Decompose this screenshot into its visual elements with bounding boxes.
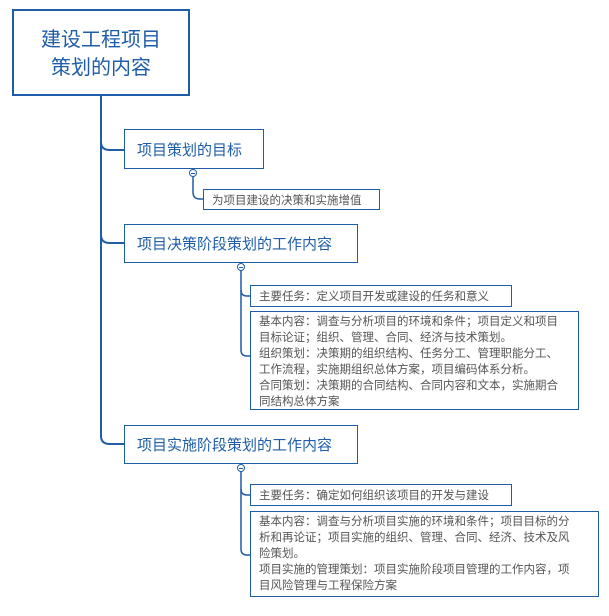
leaf-decision-main-task[interactable]: 主要任务：定义项目开发或建设的任务和意义: [250, 285, 512, 307]
leaf-line: 基本内容：调查与分析项目实施的环境和条件；项目目标的分: [259, 514, 570, 528]
leaf-line: 目标论证；组织、管理、合同、经济与技术策划。: [259, 330, 512, 344]
leaf-line: 工作流程，实施期组织总体方案，项目编码体系分析。: [259, 362, 535, 376]
root-line-1: 建设工程项目: [41, 26, 161, 51]
branch-2-leaf-connector-1: [240, 289, 250, 297]
leaf-decision-contents[interactable]: 基本内容：调查与分析项目的环境和条件；项目定义和项目 目标论证；组织、管理、合同…: [250, 311, 579, 410]
branch-3-leaf-connector-1: [240, 488, 250, 496]
branch-node-decision-phase[interactable]: 项目决策阶段策划的工作内容: [124, 224, 358, 263]
branch-3-leaf-connector-2: [240, 464, 250, 556]
leaf-line: 项目实施的管理策划：项目实施阶段项目管理的工作内容，项: [259, 562, 570, 576]
leaf-text: 主要任务：确定如何组织该项目的开发与建设: [259, 488, 489, 502]
leaf-line: 险策划。: [259, 546, 305, 560]
root-node[interactable]: 建设工程项目 策划的内容: [12, 9, 190, 96]
branch-1-leaf-connector: [192, 169, 203, 200]
branch-title: 项目策划的目标: [137, 140, 243, 159]
branch-node-objective[interactable]: 项目策划的目标: [124, 129, 264, 169]
branch-title: 项目实施阶段策划的工作内容: [137, 436, 333, 454]
leaf-line: 析和再论证；项目实施的组织、管理、合同、经济、技术及风: [259, 530, 570, 544]
leaf-objective[interactable]: 为项目建设的决策和实施增值: [203, 189, 380, 210]
leaf-text: 主要任务：定义项目开发或建设的任务和意义: [259, 289, 489, 303]
leaf-line: 同结构总体方案: [259, 394, 340, 408]
leaf-line: 组织策划：决策期的组织结构、任务分工、管理职能分工、: [259, 346, 558, 360]
leaf-text: 为项目建设的决策和实施增值: [212, 192, 362, 207]
collapse-icon[interactable]: [189, 169, 197, 177]
branch-2-connector: [100, 234, 124, 244]
collapse-icon[interactable]: [237, 263, 245, 271]
trunk-line: [100, 96, 124, 445]
leaf-line: 合同策划：决策期的合同结构、合同内容和文本，实施期合: [259, 378, 558, 392]
leaf-implementation-main-task[interactable]: 主要任务：确定如何组织该项目的开发与建设: [250, 484, 512, 506]
branch-1-connector: [100, 141, 124, 151]
collapse-icon[interactable]: [237, 464, 245, 472]
root-line-2: 策划的内容: [51, 54, 151, 79]
leaf-line: 基本内容：调查与分析项目的环境和条件；项目定义和项目: [259, 314, 558, 328]
branch-title: 项目决策阶段策划的工作内容: [137, 235, 333, 253]
branch-node-implementation-phase[interactable]: 项目实施阶段策划的工作内容: [124, 425, 358, 464]
leaf-implementation-contents[interactable]: 基本内容：调查与分析项目实施的环境和条件；项目目标的分 析和再论证；项目实施的组…: [250, 511, 599, 597]
leaf-line: 目风险管理与工程保险方案: [259, 578, 397, 592]
branch-2-leaf-connector-2: [240, 263, 250, 357]
